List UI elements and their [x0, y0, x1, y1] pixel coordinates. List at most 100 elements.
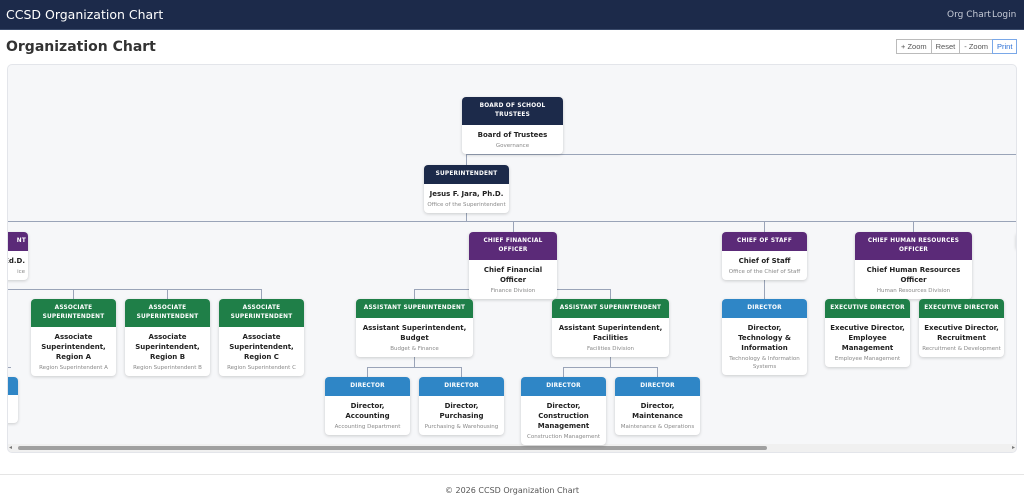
- node-partial-right[interactable]: [1016, 232, 1017, 250]
- node-partial-left[interactable]: NTEd.D.ice: [8, 232, 28, 280]
- node-associate-region-c[interactable]: ASSOCIATE SUPERINTENDENT Associate Superi…: [219, 299, 304, 376]
- connector-line: [657, 367, 658, 377]
- connector-line: [367, 367, 462, 368]
- node-name: Director, Purchasing: [439, 402, 484, 420]
- node-role-header: ASSISTANT SUPERINTENDENT: [356, 299, 473, 318]
- scrollbar-thumb[interactable]: [18, 446, 767, 450]
- node-name: Director, Accounting: [345, 402, 390, 420]
- node-role-header: ASSISTANT SUPERINTENDENT: [552, 299, 669, 318]
- connector-line: [73, 289, 74, 299]
- node-role-header: DIRECTOR: [521, 377, 606, 396]
- node-exec-dir-employee-management[interactable]: EXECUTIVE DIRECTOR Executive Director, Em…: [825, 299, 910, 367]
- connector-line: [8, 289, 261, 290]
- node-role-header: DIRECTOR: [325, 377, 410, 396]
- node-director-construction[interactable]: DIRECTOR Director, Construction Managemen…: [521, 377, 606, 445]
- zoom-out-button[interactable]: - Zoom: [959, 39, 993, 54]
- node-name: Executive Director, Employee Management: [830, 324, 905, 352]
- connector-line: [8, 367, 11, 368]
- node-role-header: DIRECTOR: [615, 377, 700, 396]
- connector-line: [610, 289, 611, 299]
- node-superintendent[interactable]: SUPERINTENDENT Jesus F. Jara, Ph.D. Office…: [424, 165, 509, 213]
- node-department: Purchasing & Warehousing: [424, 424, 499, 430]
- node-partial-left-director[interactable]: [8, 377, 18, 423]
- node-name: Chief of Staff: [738, 257, 791, 265]
- connector-line: [466, 154, 1016, 155]
- scroll-right-icon[interactable]: ▸: [1011, 444, 1015, 451]
- node-department: Construction Management: [527, 434, 600, 440]
- connector-line: [610, 356, 611, 367]
- footer: © 2026 CCSD Organization Chart: [0, 474, 1024, 504]
- node-name: Associate Superintendent, Region A: [41, 333, 106, 361]
- node-name: Assistant Superintendent, Facilities: [558, 324, 663, 342]
- node-role-header: ASSOCIATE SUPERINTENDENT: [219, 299, 304, 327]
- zoom-toolbar: + Zoom Reset - Zoom Print: [896, 39, 1018, 54]
- node-department: Human Resources Division: [876, 288, 951, 294]
- node-department: Accounting Department: [334, 424, 401, 430]
- node-asst-supt-facilities[interactable]: ASSISTANT SUPERINTENDENT Assistant Superi…: [552, 299, 669, 357]
- org-chart-canvas[interactable]: ◂ ▸ BOARD OF SCHOOL TRUSTEES Board of Tru…: [7, 64, 1017, 453]
- node-department: ice: [17, 269, 25, 275]
- scroll-left-icon[interactable]: ◂: [9, 444, 13, 451]
- node-role-header: ASSOCIATE SUPERINTENDENT: [31, 299, 116, 327]
- connector-line: [414, 356, 415, 367]
- node-name: Chief Human Resources Officer: [866, 266, 961, 284]
- node-name: Chief Financial Officer: [483, 266, 543, 284]
- node-role-header: DIRECTOR: [419, 377, 504, 396]
- node-department: Budget & Finance: [390, 346, 439, 352]
- brand-link[interactable]: CCSD Organization Chart: [6, 7, 164, 22]
- nav-login[interactable]: Login: [992, 10, 1017, 20]
- node-role-header: SUPERINTENDENT: [424, 165, 509, 184]
- print-button[interactable]: Print: [992, 39, 1018, 54]
- node-name: Associate Superintendent, Region C: [229, 333, 294, 361]
- node-name: Board of Trustees: [477, 131, 548, 139]
- node-department: Finance Division: [490, 288, 536, 294]
- connector-line: [461, 367, 462, 377]
- node-role-header: [8, 377, 18, 395]
- connector-line: [913, 221, 914, 232]
- connector-line: [764, 221, 765, 232]
- node-associate-region-b[interactable]: ASSOCIATE SUPERINTENDENT Associate Superi…: [125, 299, 210, 376]
- connector-line: [367, 367, 368, 377]
- node-department: Governance: [495, 143, 530, 149]
- node-department: Region Superintendent A: [39, 365, 108, 371]
- nav-org-chart[interactable]: Org Chart: [947, 10, 991, 20]
- connector-line: [466, 154, 467, 165]
- connector-line: [167, 289, 168, 299]
- zoom-in-button[interactable]: + Zoom: [896, 39, 932, 54]
- node-board-of-trustees[interactable]: BOARD OF SCHOOL TRUSTEES Board of Trustee…: [462, 97, 563, 154]
- node-name: Director, Construction Management: [537, 402, 590, 430]
- node-name: Director, Maintenance: [632, 402, 683, 420]
- node-role-header: ASSOCIATE SUPERINTENDENT: [125, 299, 210, 327]
- node-name: Assistant Superintendent, Budget: [362, 324, 467, 342]
- node-department: Recruitment & Development: [922, 346, 1001, 352]
- node-name: Jesus F. Jara, Ph.D.: [429, 190, 504, 198]
- node-role-header: EXECUTIVE DIRECTOR: [825, 299, 910, 318]
- node-department: Employee Management: [834, 356, 901, 362]
- horizontal-scrollbar[interactable]: ◂ ▸: [8, 444, 1016, 452]
- connector-line: [466, 211, 467, 221]
- connector-line: [261, 289, 262, 299]
- connector-line: [414, 289, 415, 299]
- node-department: Region Superintendent C: [227, 365, 296, 371]
- connector-line: [8, 221, 1016, 222]
- connector-line: [513, 221, 514, 232]
- connector-line: [764, 278, 765, 299]
- node-department: Region Superintendent B: [133, 365, 202, 371]
- node-department: Facilities Division: [586, 346, 635, 352]
- node-name: Associate Superintendent, Region B: [135, 333, 200, 361]
- node-name: Ed.D.: [8, 257, 25, 265]
- node-role-header: BOARD OF SCHOOL TRUSTEES: [462, 97, 563, 125]
- node-department: Office of the Superintendent: [427, 202, 506, 208]
- reset-button[interactable]: Reset: [930, 39, 961, 54]
- node-asst-supt-budget[interactable]: ASSISTANT SUPERINTENDENT Assistant Superi…: [356, 299, 473, 357]
- node-associate-region-a[interactable]: ASSOCIATE SUPERINTENDENT Associate Superi…: [31, 299, 116, 376]
- node-name: Executive Director, Recruitment: [924, 324, 999, 342]
